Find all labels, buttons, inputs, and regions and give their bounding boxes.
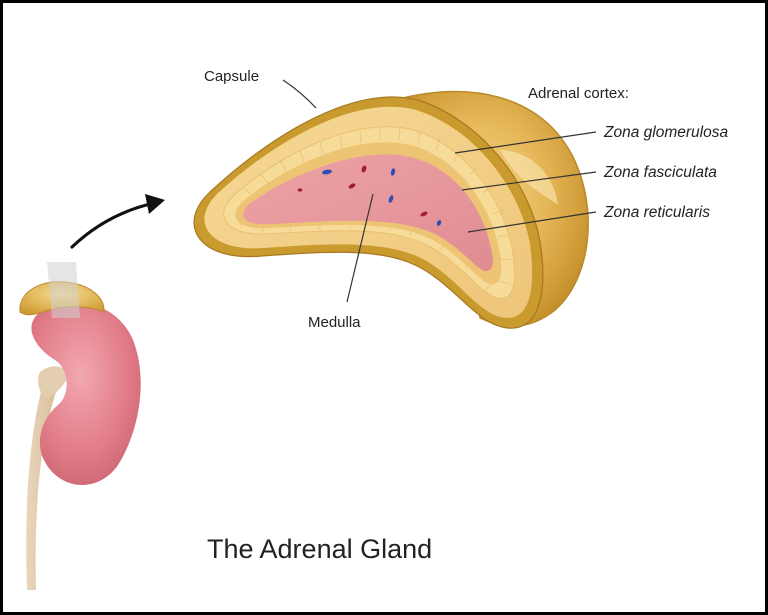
zona-reticularis-label: Zona reticularis xyxy=(603,204,710,221)
medulla-vessels xyxy=(297,165,442,226)
capsule-label: Capsule xyxy=(204,68,259,85)
ureter xyxy=(26,380,56,590)
slice-plane xyxy=(47,262,80,318)
gland-side-highlight xyxy=(500,150,558,205)
kidney-icon xyxy=(19,262,141,590)
frame-border-top xyxy=(0,0,768,3)
leader-lines xyxy=(282,79,597,303)
frame-border-bottom xyxy=(0,612,768,615)
renal-pelvis xyxy=(38,366,70,398)
leader-glomerulosa xyxy=(454,131,597,154)
diagram-title: The Adrenal Gland xyxy=(207,534,432,564)
leader-capsule xyxy=(282,79,317,109)
curved-arrow-icon xyxy=(70,194,165,249)
zona-glomerulosa-label: Zona glomerulosa xyxy=(603,124,728,141)
medulla-label: Medulla xyxy=(308,314,361,331)
frame-border-left xyxy=(0,0,3,615)
leader-medulla xyxy=(346,193,374,303)
fasciculata-striations xyxy=(239,127,512,291)
kidney-body xyxy=(31,302,141,485)
leader-fasciculata xyxy=(461,171,597,191)
zona-fasciculata-label: Zona fasciculata xyxy=(603,164,717,181)
leader-reticularis xyxy=(467,211,597,233)
capsule-outline xyxy=(193,96,544,329)
adrenal-cortex-label: Adrenal cortex: xyxy=(528,85,629,102)
adrenal-cross-section xyxy=(193,90,589,329)
frame-border-right xyxy=(765,0,768,615)
